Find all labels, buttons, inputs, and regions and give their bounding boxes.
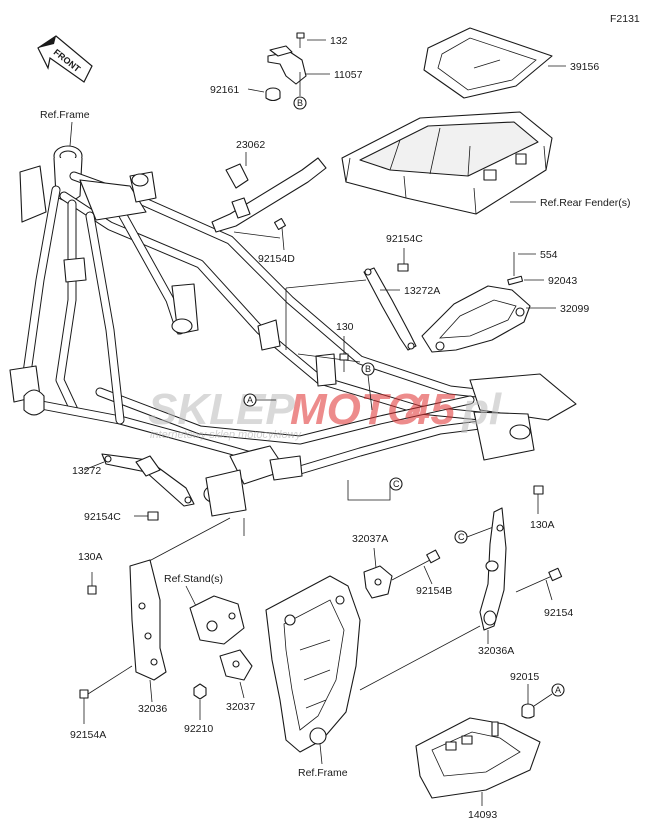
engine-mount-frame (265, 575, 361, 753)
label-554: 554 (540, 249, 558, 261)
callout-b-top (293, 96, 307, 110)
label-39156: 39156 (570, 61, 599, 73)
label-92154C-left: 92154C (84, 511, 121, 523)
part-32037-bracket (219, 649, 253, 681)
label-92210: 92210 (184, 723, 213, 735)
callout-a-right-label: A (555, 685, 561, 695)
part-554-pin (513, 252, 536, 276)
label-92154B: 92154B (416, 585, 452, 597)
part-92154D-bolt (273, 217, 287, 251)
label-23062: 23062 (236, 139, 265, 151)
callout-b-frame (361, 362, 375, 376)
part-32037A-bracket (363, 565, 393, 599)
callout-c-frame (389, 477, 403, 491)
ref-stand-bracket (189, 595, 245, 645)
label-92154D: 92154D (258, 253, 295, 265)
part-32036-plate (129, 559, 167, 681)
part-92154C-bolt-top (397, 248, 409, 272)
callout-a-right (551, 683, 565, 697)
label-13272A: 13272A (404, 285, 440, 297)
part-39156-pad (423, 27, 553, 99)
label-32036A: 32036A (478, 645, 514, 657)
watermark-brand-1: SKLEP (148, 385, 295, 434)
label-92154C-top: 92154C (386, 233, 423, 245)
part-130A-bolt-right (533, 485, 544, 514)
label-92154: 92154 (544, 607, 573, 619)
callout-a-frame-label: A (247, 395, 253, 405)
watermark-brand-suffix: pl (461, 385, 502, 434)
part-32099-bracket (421, 285, 531, 353)
part-13272-stay (101, 453, 195, 507)
part-92043-pin (507, 275, 544, 286)
label-130: 130 (336, 321, 354, 333)
part-92154B-bolt (391, 549, 441, 585)
part-92161-grommet (265, 87, 281, 102)
callout-b-top-label: B (297, 98, 303, 108)
label-13272: 13272 (72, 465, 101, 477)
label-132: 132 (330, 35, 348, 47)
label-ref-stand: Ref.Stand(s) (164, 573, 223, 585)
label-92161: 92161 (210, 84, 239, 96)
watermark-tagline: internetowy sklep motocyklowy (150, 429, 303, 441)
watermark-brand-3: 45 (405, 385, 455, 434)
rear-fender-battery-box (341, 111, 553, 215)
part-92154A-bolt (79, 665, 133, 724)
part-23062-bracket (211, 157, 327, 239)
watermark-brand-2: MOTO (290, 385, 421, 434)
label-32037: 32037 (226, 701, 255, 713)
part-14093-cover (415, 717, 541, 799)
part-32036A-plate (479, 507, 507, 631)
label-92043: 92043 (548, 275, 577, 287)
part-130-bolt (339, 336, 349, 372)
callout-c-frame-label: C (393, 479, 400, 489)
figure-code: F2131 (610, 13, 640, 25)
part-92154-bolt (515, 567, 563, 601)
label-14093: 14093 (468, 809, 497, 821)
part-13272A-stay (363, 267, 417, 351)
part-130A-bolt-left (87, 572, 97, 595)
label-130A-right: 130A (530, 519, 555, 531)
label-92015: 92015 (510, 671, 539, 683)
main-frame (9, 145, 577, 517)
label-32036: 32036 (138, 703, 167, 715)
label-11057: 11057 (334, 69, 363, 81)
label-ref-frame-top: Ref.Frame (40, 109, 90, 121)
part-92015-spacer (521, 684, 553, 719)
label-32037A: 32037A (352, 533, 388, 545)
part-92154C-bolt-left (134, 511, 159, 521)
callout-b-frame-label: B (365, 364, 371, 374)
label-32099: 32099 (560, 303, 589, 315)
label-130A-left: 130A (78, 551, 103, 563)
part-92210-nut (193, 683, 207, 720)
part-132-bolt (296, 32, 326, 48)
front-arrow-icon: FRONT (37, 35, 93, 83)
callout-c-right-label: C (458, 532, 465, 542)
label-ref-frame-bottom: Ref.Frame (298, 767, 348, 779)
label-92154A: 92154A (70, 729, 106, 741)
watermark: SKLEP MOTO 45 pl internetowy sklep motoc… (148, 385, 502, 441)
label-ref-rear-fender: Ref.Rear Fender(s) (540, 197, 630, 209)
part-11057-bracket (267, 45, 307, 110)
callout-a-frame (243, 393, 257, 407)
